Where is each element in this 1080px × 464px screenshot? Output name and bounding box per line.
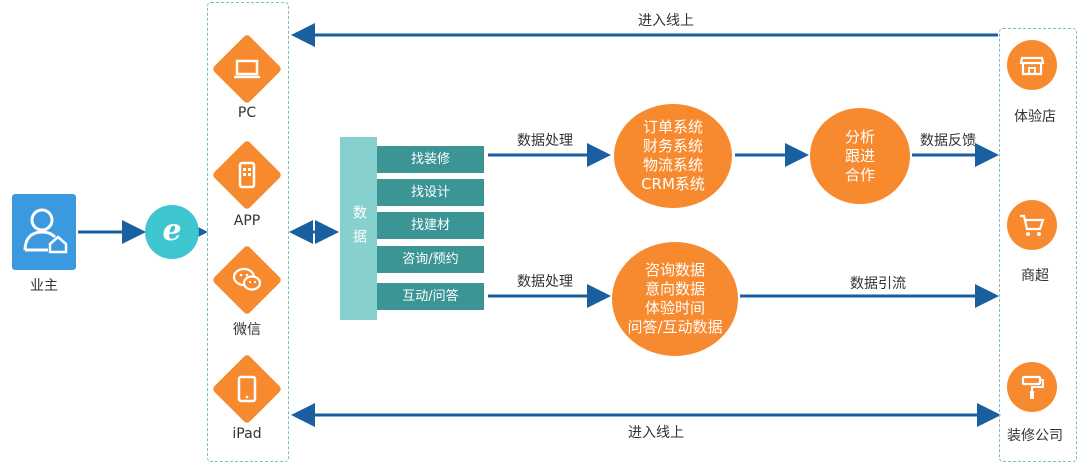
device-label-pc: PC xyxy=(237,105,257,121)
system-item: 财务系统 xyxy=(642,137,703,155)
user-home-icon xyxy=(23,208,68,254)
online-bottom-label: 进入线上 xyxy=(628,425,684,441)
func-item: 找建材 xyxy=(377,212,484,239)
shop-label-decoration: 装修公司 xyxy=(1007,428,1063,444)
func-item: 找装修 xyxy=(377,146,484,173)
shops-panel xyxy=(999,28,1077,462)
data-item: 意向数据 xyxy=(644,280,705,298)
shop-label-store: 体验店 xyxy=(1014,109,1056,125)
store-icon xyxy=(1007,40,1057,90)
tablet-icon xyxy=(212,354,282,424)
feedback-label: 数据反馈 xyxy=(920,133,976,149)
guide-label: 数据引流 xyxy=(850,276,906,292)
owner-label: 业主 xyxy=(30,278,58,294)
func-item: 找设计 xyxy=(377,179,484,206)
shop-label-market: 商超 xyxy=(1021,268,1049,284)
devices-panel xyxy=(207,2,289,462)
data-circle: 咨询数据 意向数据 体验时间 问答/互动数据 xyxy=(612,242,738,356)
system-item: 订单系统 xyxy=(642,118,703,136)
device-label-app: APP xyxy=(233,213,261,229)
owner-box xyxy=(12,194,76,270)
device-label-wechat: 微信 xyxy=(233,322,261,338)
laptop-icon xyxy=(212,34,282,104)
data-bar xyxy=(340,137,377,320)
analysis-item: 合作 xyxy=(844,165,875,184)
wechat-icon xyxy=(212,245,282,315)
shopping-cart-icon xyxy=(1007,200,1057,250)
process-bottom-label: 数据处理 xyxy=(517,274,573,290)
data-bar-label: 数据 xyxy=(351,205,367,253)
phone-app-icon xyxy=(212,140,282,210)
func-item: 互动/问答 xyxy=(377,283,484,310)
ie-browser-icon: e xyxy=(145,205,199,259)
system-item: CRM系统 xyxy=(641,175,705,193)
device-label-ipad: iPad xyxy=(232,426,262,442)
data-item: 体验时间 xyxy=(644,299,705,317)
analysis-item: 跟进 xyxy=(844,146,875,165)
func-item: 咨询/预约 xyxy=(377,246,484,273)
data-item: 咨询数据 xyxy=(644,261,705,279)
paint-roller-icon xyxy=(1007,362,1057,412)
analysis-circle: 分析 跟进 合作 xyxy=(810,108,910,204)
system-item: 物流系统 xyxy=(642,156,703,174)
systems-circle: 订单系统 财务系统 物流系统 CRM系统 xyxy=(614,104,732,208)
process-top-label: 数据处理 xyxy=(517,133,573,149)
analysis-item: 分析 xyxy=(844,127,875,146)
data-item: 问答/互动数据 xyxy=(627,318,723,336)
online-top-label: 进入线上 xyxy=(638,13,694,29)
